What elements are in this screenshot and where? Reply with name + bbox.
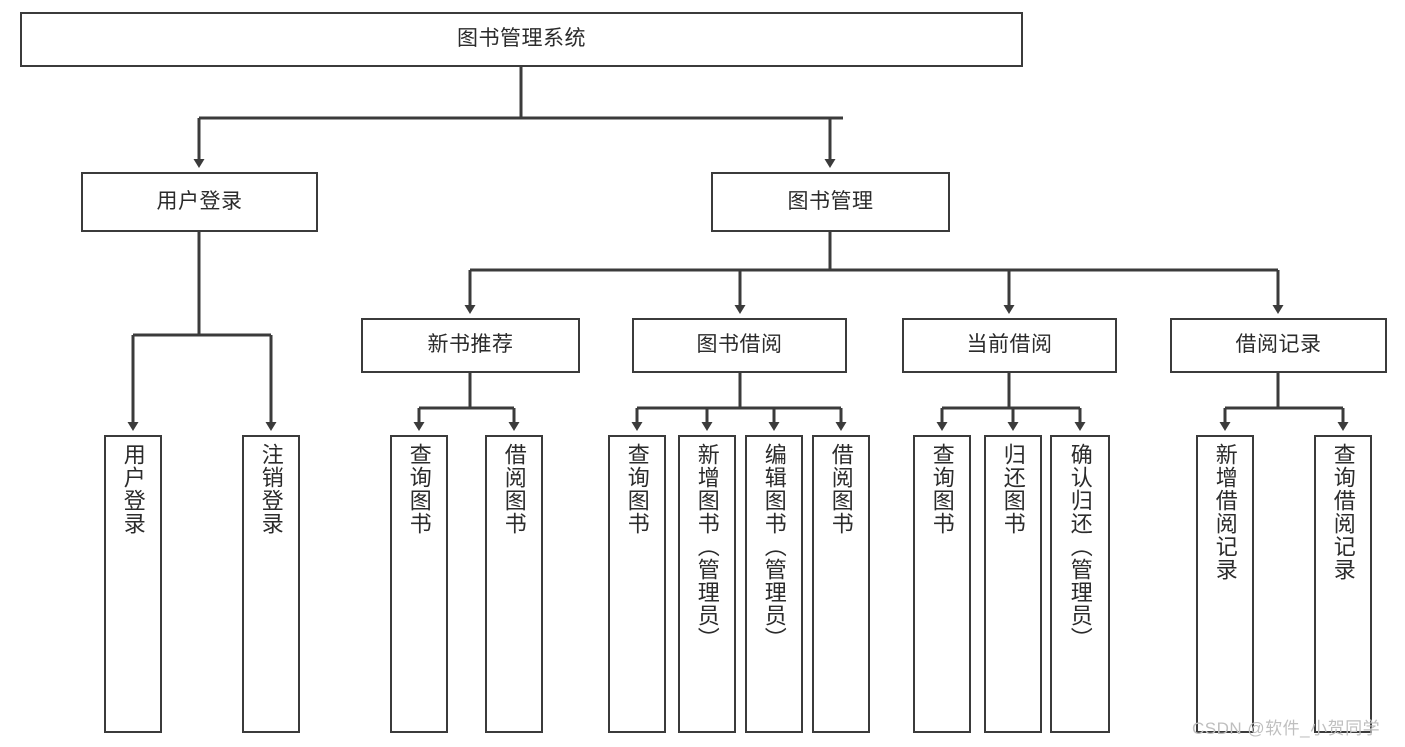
node-book-management-label: 图书管理 [787, 189, 874, 213]
node-current-borrow[interactable]: 当前借阅 [902, 318, 1117, 373]
leaf-node-label: 借阅图书 [501, 443, 527, 535]
node-root-label: 图书管理系统 [457, 27, 586, 51]
leaf-node[interactable]: 查询图书 [608, 435, 666, 733]
leaf-node-label: 查询图书 [929, 443, 955, 535]
node-book-borrow[interactable]: 图书借阅 [632, 318, 847, 373]
node-current-borrow-label: 当前借阅 [966, 333, 1053, 357]
csdn-watermark: CSDN @软件_小贺同学 [1192, 719, 1381, 738]
leaf-node-label: 编辑图书（管理员） [761, 443, 787, 650]
leaf-node[interactable]: 注销登录 [242, 435, 300, 733]
node-new-book-recommend-label: 新书推荐 [427, 333, 514, 357]
leaf-node[interactable]: 编辑图书（管理员） [745, 435, 803, 733]
leaf-node-label: 确认归还（管理员） [1067, 443, 1093, 650]
node-book-management[interactable]: 图书管理 [711, 172, 950, 232]
leaf-node[interactable]: 借阅图书 [812, 435, 870, 733]
leaf-node-label: 借阅图书 [828, 443, 854, 535]
leaf-node[interactable]: 查询图书 [913, 435, 971, 733]
leaf-node[interactable]: 借阅图书 [485, 435, 543, 733]
node-root[interactable]: 图书管理系统 [20, 12, 1023, 67]
leaf-node[interactable]: 确认归还（管理员） [1050, 435, 1110, 733]
leaf-node[interactable]: 新增借阅记录 [1196, 435, 1254, 733]
leaf-node-label: 新增借阅记录 [1212, 443, 1238, 581]
leaf-node-label: 查询图书 [624, 443, 650, 535]
node-new-book-recommend[interactable]: 新书推荐 [361, 318, 580, 373]
leaf-node[interactable]: 新增图书（管理员） [678, 435, 736, 733]
leaf-node-label: 注销登录 [258, 443, 284, 535]
leaf-node[interactable]: 用户登录 [104, 435, 162, 733]
leaf-node-label: 用户登录 [120, 443, 146, 535]
node-borrow-record[interactable]: 借阅记录 [1170, 318, 1387, 373]
leaf-node-label: 查询图书 [406, 443, 432, 535]
leaf-node[interactable]: 查询借阅记录 [1314, 435, 1372, 733]
node-book-borrow-label: 图书借阅 [696, 333, 783, 357]
leaf-node-label: 查询借阅记录 [1330, 443, 1356, 581]
node-user-login[interactable]: 用户登录 [81, 172, 318, 232]
node-user-login-label: 用户登录 [156, 189, 243, 213]
leaf-node[interactable]: 归还图书 [984, 435, 1042, 733]
leaf-node-label: 归还图书 [1000, 443, 1026, 535]
node-borrow-record-label: 借阅记录 [1235, 333, 1322, 357]
leaf-node-label: 新增图书（管理员） [694, 443, 720, 650]
leaf-node[interactable]: 查询图书 [390, 435, 448, 733]
